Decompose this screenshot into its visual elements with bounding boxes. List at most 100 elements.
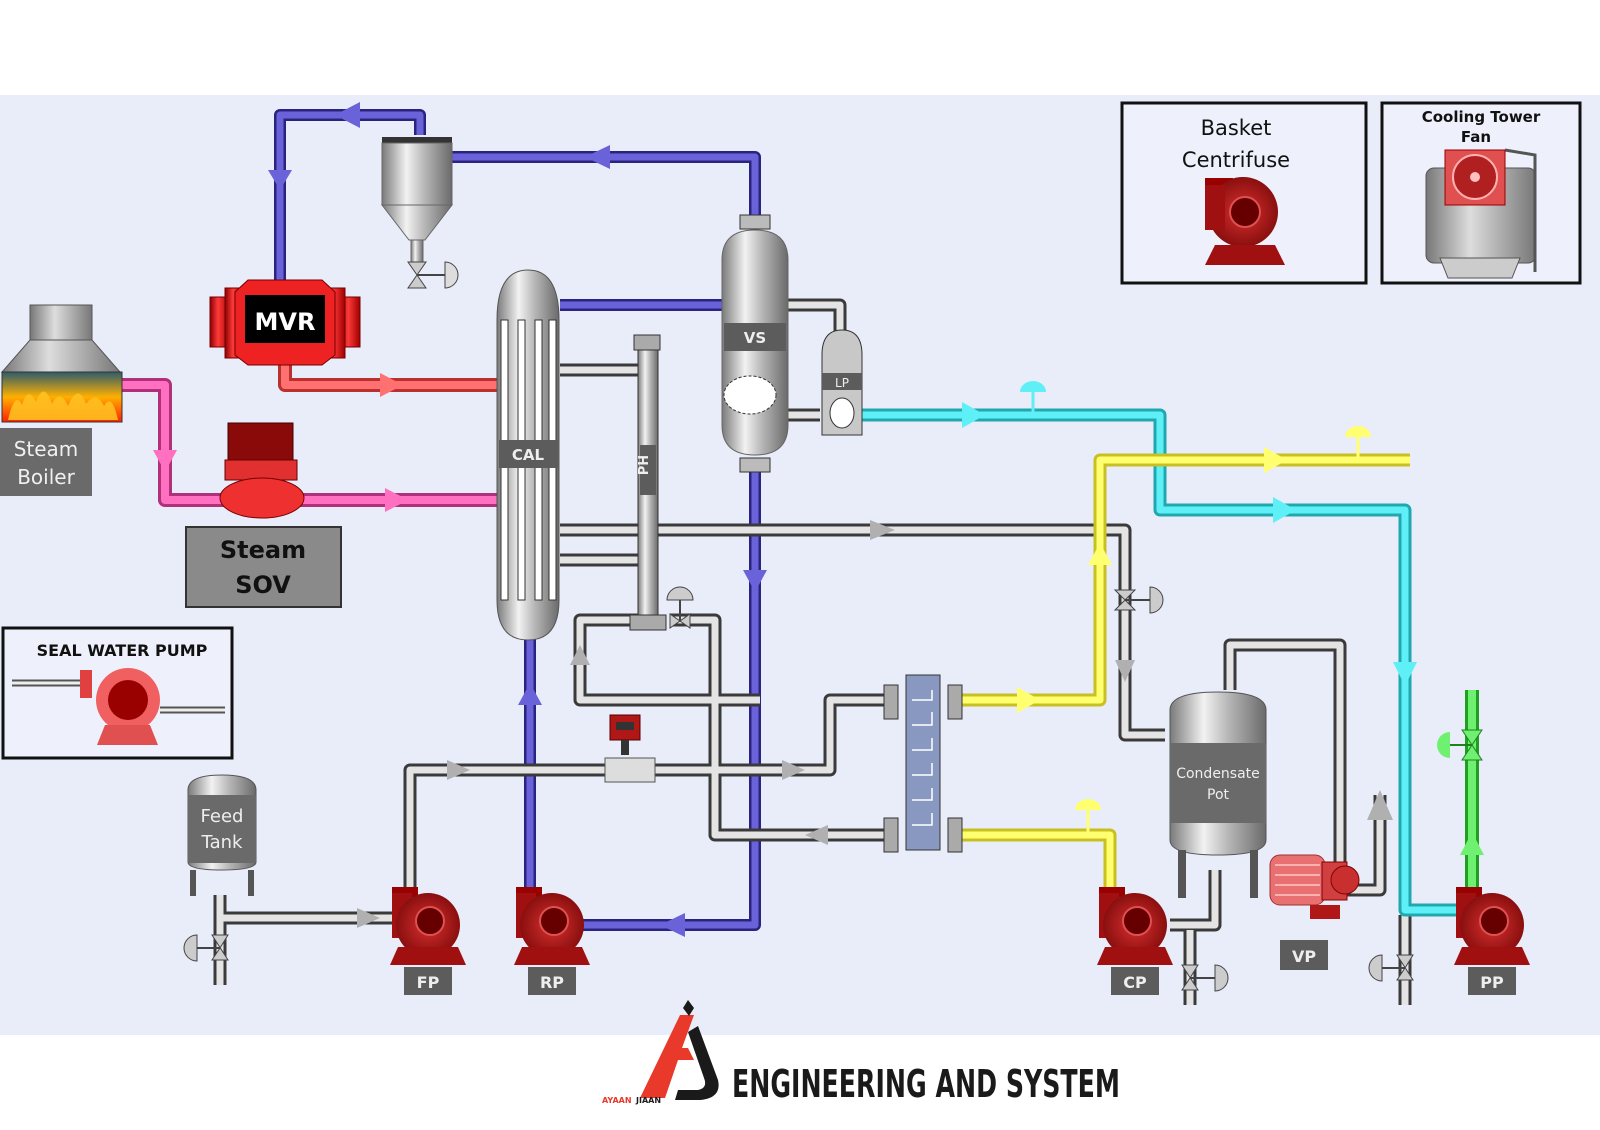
feed-tank-label-2: Tank [201, 832, 243, 853]
hot-water-control-valve[interactable] [1345, 426, 1371, 460]
logo-dot [683, 1000, 694, 1016]
pump-impeller-icon [108, 680, 148, 720]
seal-water-pump-panel[interactable]: SEAL WATER PUMP [1, 626, 234, 760]
vacuum-pump-vp[interactable]: VP [1269, 854, 1360, 970]
flow-arrow [335, 102, 360, 128]
process-valve[interactable] [1113, 586, 1164, 614]
vapor-pipe-return [524, 470, 761, 931]
preheater-ph[interactable]: PH [629, 334, 694, 631]
lp-label: LP [835, 376, 849, 390]
flow-arrow [1115, 660, 1135, 682]
steam-sov-label-1: Steam [220, 536, 306, 564]
steam-boiler-label-1: Steam [14, 437, 79, 461]
flow-arrow [782, 760, 805, 780]
hot-water-pipe [955, 453, 1410, 890]
level-pot-lp[interactable]: LP [821, 329, 863, 436]
flow-arrow [570, 645, 590, 665]
pump-base [1097, 947, 1173, 965]
vapor-separator-vs[interactable]: VS [721, 214, 789, 473]
condensate-pot[interactable]: Condensate Pot [1169, 691, 1267, 898]
pump-inlet [516, 887, 542, 897]
pump-fp-label: FP [417, 973, 440, 992]
pump-inlet [392, 887, 418, 897]
vp-label: VP [1292, 947, 1316, 966]
hot-water-return-valve[interactable] [1075, 799, 1101, 835]
ph-label: PH [637, 455, 652, 475]
mvr-compressor[interactable]: MVR [209, 279, 361, 366]
cyclone-separator[interactable] [380, 137, 459, 289]
feed-tank[interactable]: Feed Tank [183, 774, 257, 962]
logo-small-black: JIAAN [635, 1096, 661, 1105]
basket-centrifuge-label-2: Centrifuse [1182, 148, 1290, 172]
flow-arrow [870, 520, 895, 540]
pump-label-box [404, 967, 452, 995]
flow-arrows [153, 102, 1484, 937]
flow-arrow [660, 913, 685, 937]
flow-transmitter[interactable] [604, 714, 656, 783]
flow-arrow [1393, 662, 1417, 686]
steam-boiler[interactable]: Steam Boiler [0, 304, 123, 496]
pump-base [514, 947, 590, 965]
basket-centrifuge-label-1: Basket [1201, 116, 1272, 140]
cooling-tower-icon [1425, 148, 1537, 279]
pump-base [1454, 947, 1530, 965]
cp-drain-valve[interactable] [1181, 964, 1229, 992]
flow-arrow [385, 488, 408, 512]
pump-cp[interactable]: CP [1097, 887, 1173, 995]
pump-fp[interactable]: FP [390, 887, 466, 995]
flow-arrow [357, 908, 380, 928]
flow-arrow [1273, 497, 1296, 523]
pump-inlet [1099, 887, 1125, 897]
seal-water-pump-label: SEAL WATER PUMP [37, 641, 208, 660]
logo-tagline: ENGINEERING AND SYSTEM [732, 1062, 1120, 1106]
pump-impeller-icon [415, 906, 445, 936]
steam-sov[interactable]: Steam SOV [185, 422, 342, 608]
flow-arrow [1017, 687, 1040, 713]
pump-base [390, 947, 466, 965]
flow-arrow [268, 170, 292, 190]
basket-centrifuge-panel[interactable]: Basket Centrifuse [1120, 101, 1368, 285]
flow-arrow [585, 145, 610, 169]
flow-arrow [380, 373, 403, 397]
pump-impeller-icon [1122, 906, 1152, 936]
steam-sov-label-2: SOV [235, 571, 291, 599]
flow-arrow [1460, 832, 1484, 855]
steam-boiler-label-2: Boiler [17, 465, 75, 489]
cal-label: CAL [512, 446, 545, 464]
feed-tank-label-1: Feed [201, 806, 244, 827]
flow-arrow [1367, 790, 1393, 820]
flow-arrow [743, 570, 767, 592]
cooling-tower-label-2: Fan [1461, 128, 1491, 146]
pump-pp-label: PP [1480, 973, 1504, 992]
pump-rp[interactable]: RP [514, 887, 590, 995]
flow-arrow [1264, 447, 1287, 473]
pump-label-box [528, 967, 576, 995]
logo-small-red: AYAAN [602, 1096, 632, 1105]
pp-drain-valve[interactable] [1368, 954, 1414, 982]
plate-heat-exchanger[interactable] [883, 674, 963, 853]
flow-arrow [805, 825, 828, 845]
logo-a-mark [640, 1015, 694, 1098]
flow-arrow [153, 450, 177, 472]
logo-j-mark [675, 1026, 719, 1100]
condensate-pot-label-2: Pot [1207, 787, 1230, 803]
cooling-tower-label-1: Cooling Tower [1422, 108, 1541, 126]
calandria-cal[interactable]: CAL [496, 269, 560, 641]
pump-rp-label: RP [540, 973, 564, 992]
flow-arrow [1088, 543, 1112, 565]
pump-inlet [1456, 887, 1482, 897]
mvr-label: MVR [255, 308, 316, 336]
cooling-tower-fan-panel[interactable]: Cooling Tower Fan [1380, 101, 1582, 285]
flow-arrow [962, 402, 985, 428]
company-logo: AYAAN JIAAN ENGINEERING AND SYSTEM [602, 1000, 1120, 1106]
centrifuge-icon [1205, 177, 1285, 265]
pump-label-box [1468, 967, 1516, 995]
cooling-control-valve[interactable] [1020, 381, 1046, 415]
condensate-pot-label-1: Condensate [1176, 766, 1260, 782]
seal-water-valve[interactable] [1437, 729, 1483, 761]
flow-arrow [447, 760, 470, 780]
mvr-pipe [278, 360, 500, 392]
pump-pp[interactable]: PP [1454, 887, 1530, 995]
pump-label-box [1111, 967, 1159, 995]
